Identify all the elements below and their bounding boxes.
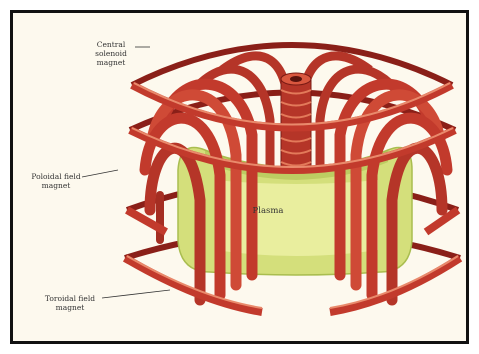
plasma-label: Plasma [238,207,298,216]
solenoid-bore [290,76,302,82]
